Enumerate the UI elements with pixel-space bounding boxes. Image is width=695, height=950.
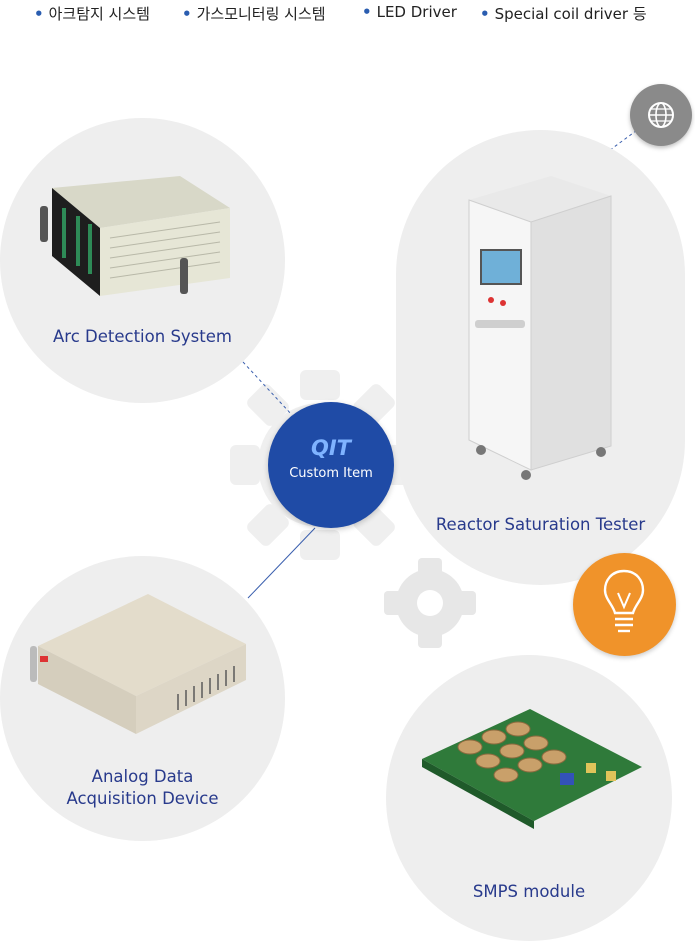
lightbulb-icon (603, 569, 645, 633)
product-title: Analog Data Acquisition Device (0, 766, 285, 810)
feature-list: •아크탐지 시스템 •가스모니터링 시스템 •LED Driver •Speci… (0, 0, 695, 28)
product-title-line: Acquisition Device (66, 789, 219, 808)
bullet-icon: • (182, 5, 192, 23)
feature-item: •아크탐지 시스템 (34, 3, 150, 24)
feature-label: Special coil driver 등 (494, 5, 647, 23)
product-title-line: Analog Data (91, 767, 194, 786)
arc-detection-image (40, 176, 230, 296)
globe-button[interactable] (630, 84, 692, 146)
bullet-icon: • (362, 3, 372, 21)
center-badge: QIT Custom Item (268, 402, 394, 528)
product-card-arc[interactable]: Arc Detection System (0, 118, 285, 403)
globe-icon (648, 102, 674, 128)
feature-item: •가스모니터링 시스템 (182, 3, 326, 24)
bullet-icon: • (480, 5, 490, 23)
bullet-icon: • (34, 5, 44, 23)
product-title: SMPS module (472, 882, 586, 901)
feature-item: •Special coil driver 등 (480, 3, 647, 24)
gear-small-icon (384, 558, 476, 648)
product-card-reactor[interactable]: Reactor Saturation Tester (396, 130, 685, 585)
qit-logo: QIT (311, 436, 351, 460)
feature-label: 가스모니터링 시스템 (196, 5, 326, 23)
analog-device-image (30, 594, 246, 734)
product-card-analog[interactable]: Analog Data Acquisition Device (0, 556, 285, 841)
reactor-tester-image (468, 176, 612, 480)
idea-button[interactable] (573, 553, 676, 656)
center-label: Custom Item (289, 466, 373, 481)
feature-label: 아크탐지 시스템 (48, 5, 150, 23)
product-card-smps[interactable]: SMPS module (386, 655, 672, 941)
product-title: Arc Detection System (53, 327, 232, 346)
smps-module-image (422, 709, 642, 829)
feature-item: •LED Driver (362, 3, 457, 21)
product-title: Reactor Saturation Tester (435, 515, 646, 534)
feature-label: LED Driver (376, 3, 457, 21)
